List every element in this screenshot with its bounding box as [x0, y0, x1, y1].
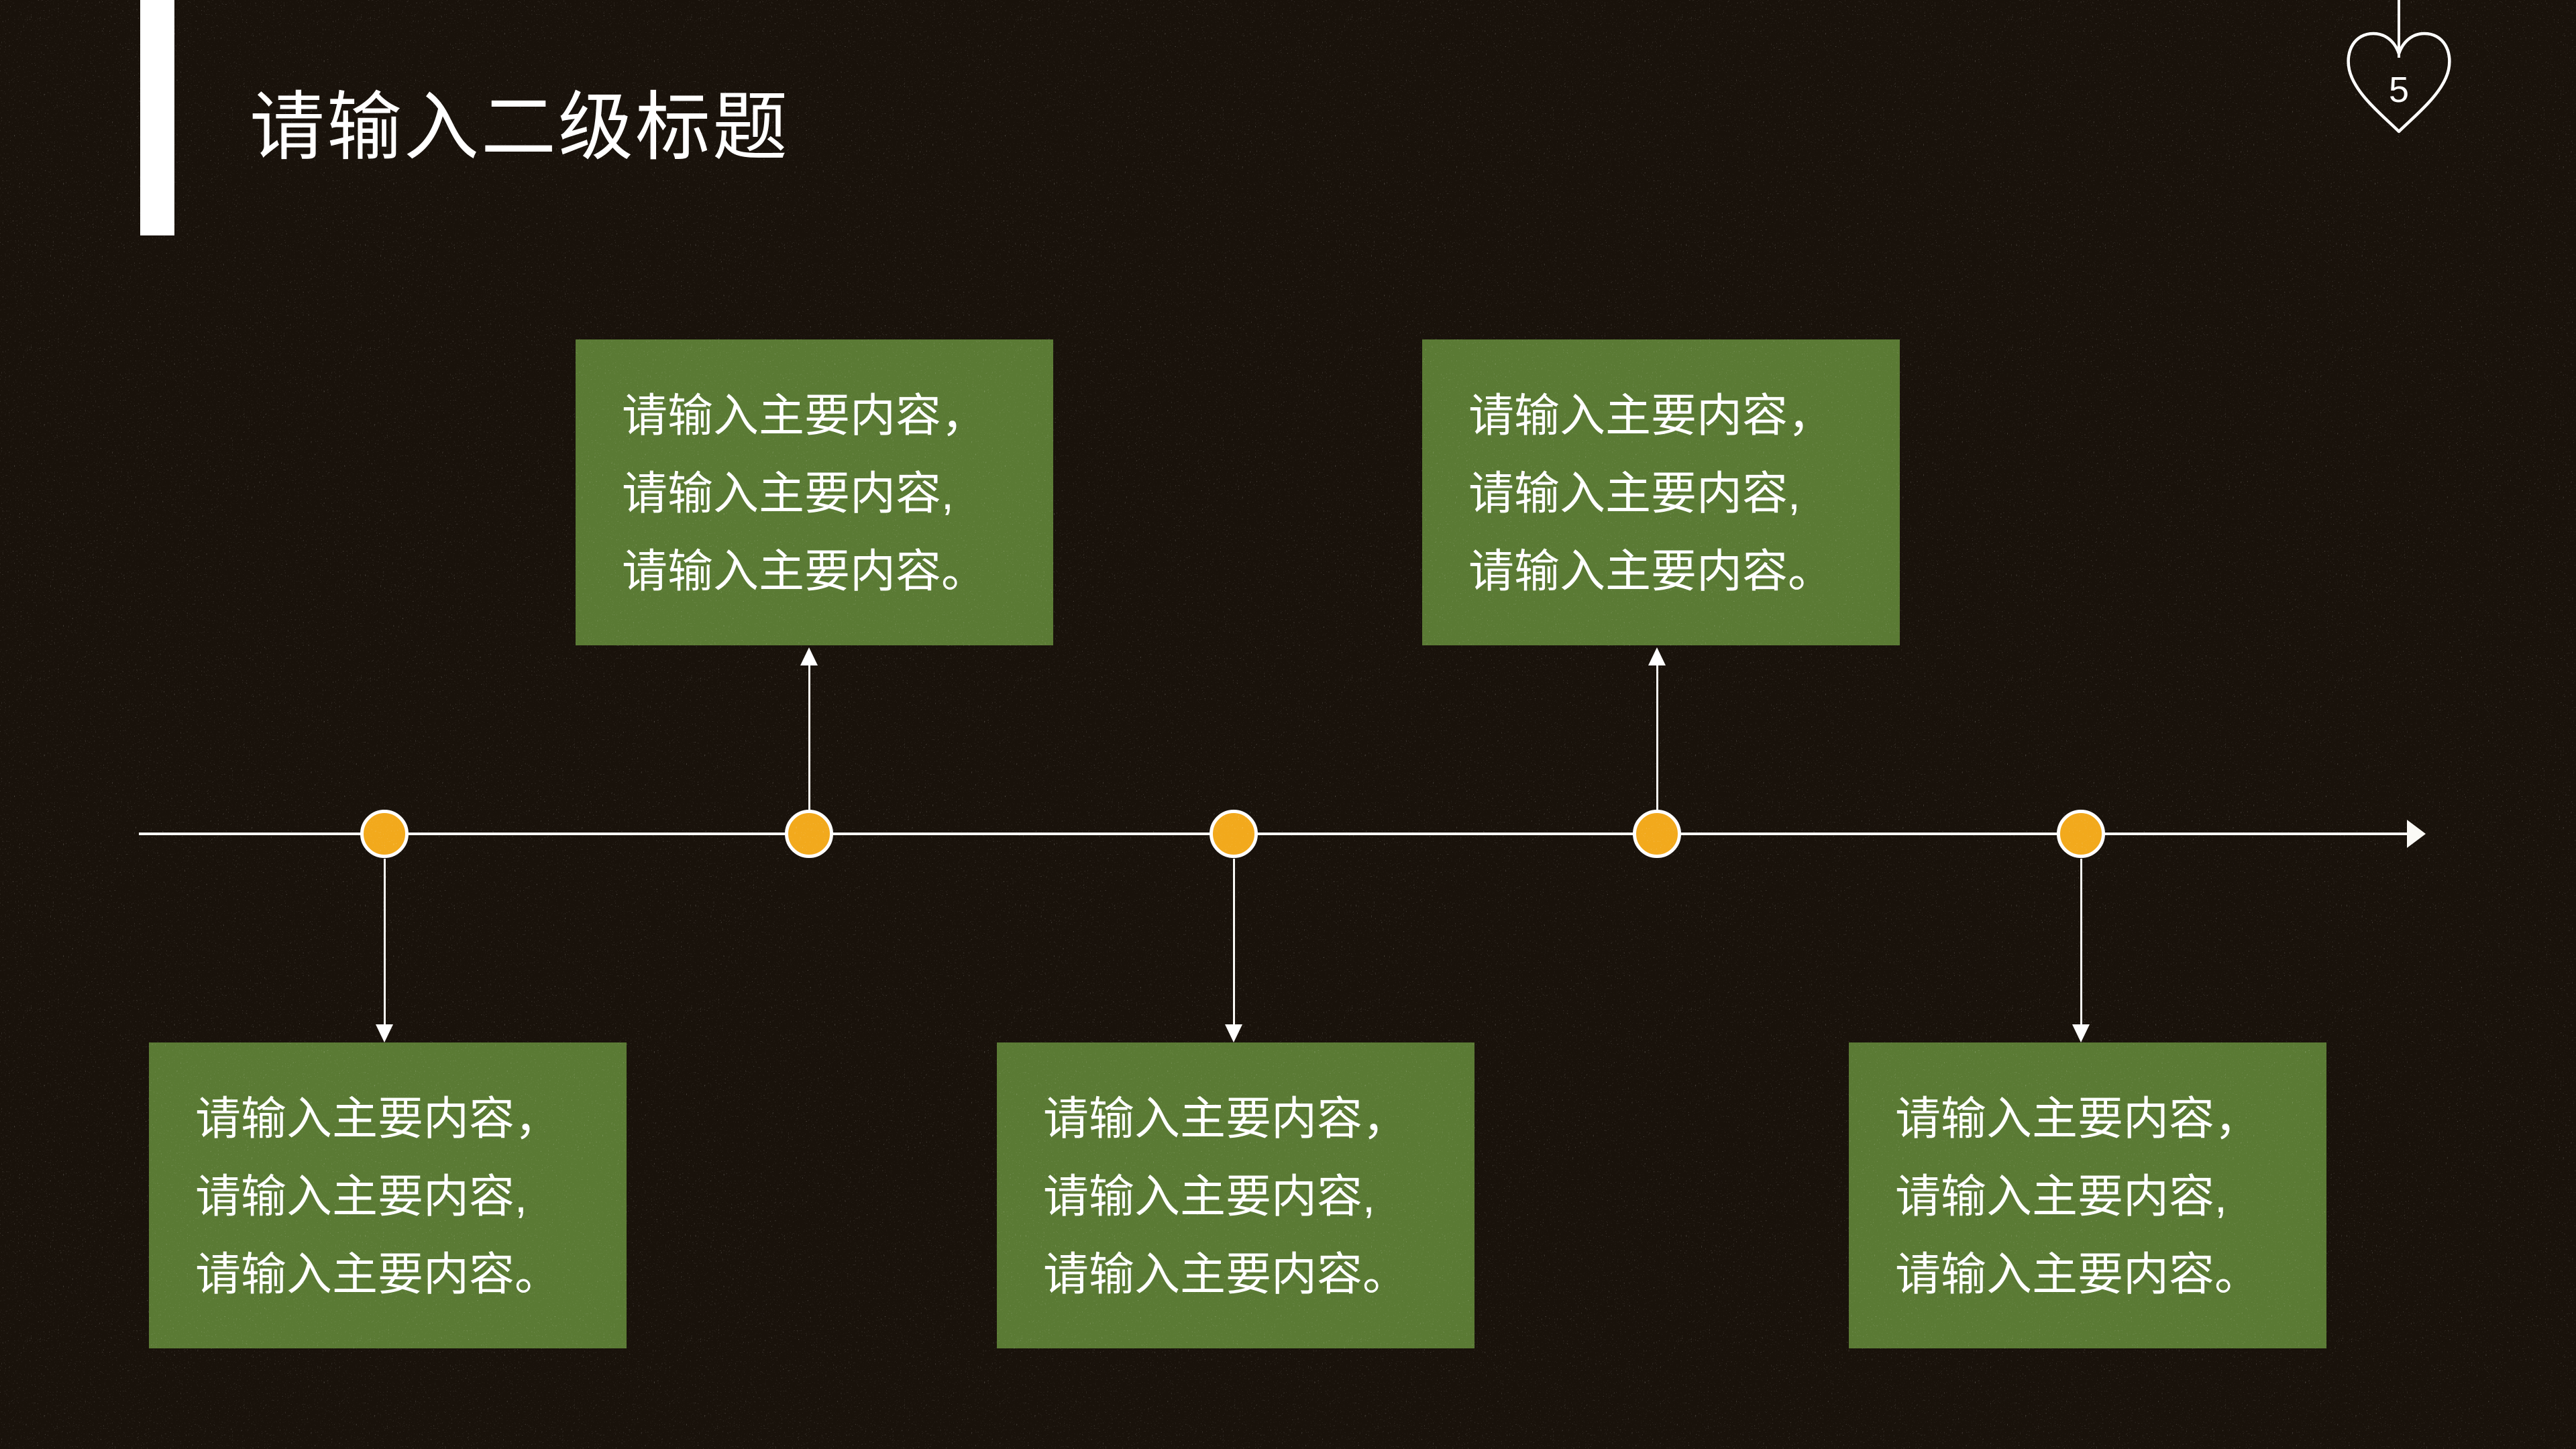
content-box-1[interactable]: 请输入主要内容， 请输入主要内容, 请输入主要内容。: [149, 1042, 627, 1348]
content-line: 请输入主要内容,: [195, 1171, 527, 1222]
content-line: 请输入主要内容。: [195, 1249, 561, 1300]
connector-line-5: [2080, 859, 2082, 1026]
timeline-dot-5: [2057, 810, 2105, 858]
timeline-dot-1: [360, 810, 409, 858]
content-line: 请输入主要内容,: [1895, 1171, 2227, 1222]
content-line: 请输入主要内容，: [1895, 1093, 2261, 1144]
content-line: 请输入主要内容。: [1895, 1249, 2261, 1300]
content-line: 请输入主要内容，: [195, 1093, 561, 1144]
heart-icon: 5: [2347, 0, 2451, 133]
content-line: 请输入主要内容，: [1043, 1093, 1409, 1144]
content-line: 请输入主要内容。: [1043, 1249, 1409, 1300]
content-box-5[interactable]: 请输入主要内容， 请输入主要内容, 请输入主要内容。: [1849, 1042, 2326, 1348]
content-line: 请输入主要内容，: [622, 390, 987, 441]
content-line: 请输入主要内容,: [1043, 1171, 1375, 1222]
content-box-3[interactable]: 请输入主要内容， 请输入主要内容, 请输入主要内容。: [997, 1042, 1474, 1348]
arrow-up-icon-2: [800, 647, 818, 665]
content-line: 请输入主要内容。: [1468, 546, 1834, 597]
title-accent-bar: [140, 0, 174, 235]
connector-line-2: [808, 664, 810, 810]
page-title[interactable]: 请输入二级标题: [250, 85, 790, 169]
connector-line-1: [384, 859, 386, 1026]
arrow-down-icon-3: [1225, 1024, 1242, 1042]
connector-line-3: [1233, 859, 1235, 1026]
timeline-dot-3: [1210, 810, 1258, 858]
connector-line-4: [1656, 664, 1658, 810]
content-box-2[interactable]: 请输入主要内容， 请输入主要内容, 请输入主要内容。: [576, 339, 1053, 645]
content-line: 请输入主要内容,: [622, 468, 954, 519]
content-line: 请输入主要内容，: [1468, 390, 1834, 441]
content-line: 请输入主要内容,: [1468, 468, 1801, 519]
timeline-dot-4: [1633, 810, 1681, 858]
timeline-end-arrow-icon: [2407, 820, 2426, 848]
page-number: 5: [2389, 70, 2409, 110]
arrow-down-icon-1: [376, 1024, 393, 1042]
arrow-up-icon-4: [1648, 647, 1666, 665]
arrow-down-icon-5: [2072, 1024, 2090, 1042]
content-line: 请输入主要内容。: [622, 546, 987, 597]
content-box-4[interactable]: 请输入主要内容， 请输入主要内容, 请输入主要内容。: [1422, 339, 1900, 645]
timeline-dot-2: [785, 810, 833, 858]
